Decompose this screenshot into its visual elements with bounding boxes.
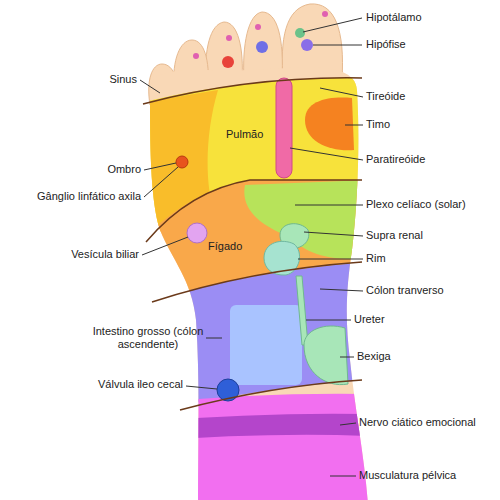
organ-label: Tireóide bbox=[366, 90, 405, 103]
zone-lines bbox=[143, 78, 362, 410]
zone-region: Pulmão bbox=[226, 128, 263, 140]
organ-label: Cólon tranverso bbox=[366, 284, 444, 297]
organ-label: Ombro bbox=[107, 163, 141, 176]
organ-label: Timo bbox=[366, 118, 390, 131]
organ-label: Válvula ileo cecal bbox=[98, 378, 183, 391]
sole-zones bbox=[140, 50, 380, 500]
organ-label: Nervo ciático emocional bbox=[359, 416, 476, 429]
organ-points bbox=[176, 78, 354, 401]
organ-label: Musculatura pélvica bbox=[359, 469, 456, 482]
organ-label: Hipófise bbox=[366, 38, 406, 51]
organ-label: Intestino grosso (cólon ascendente) bbox=[92, 325, 204, 351]
organ-label: Paratireóide bbox=[366, 153, 425, 166]
organ-label: Vesícula biliar bbox=[71, 248, 139, 261]
leader-lines bbox=[140, 18, 363, 476]
organ-label: Ureter bbox=[354, 313, 385, 326]
zone-name: Pulmão bbox=[226, 128, 263, 140]
organ-label: Gânglio linfático axila bbox=[37, 190, 141, 203]
zone-name: Fígado bbox=[208, 240, 242, 252]
organ-label: Rim bbox=[366, 252, 386, 265]
organ-label: Plexo celíaco (solar) bbox=[366, 198, 466, 211]
zone-region: Fígado bbox=[208, 240, 242, 252]
organ-label: Sinus bbox=[109, 73, 137, 86]
organ-label: Hipotálamo bbox=[366, 11, 422, 24]
organ-label: Bexiga bbox=[357, 350, 391, 363]
organ-label: Supra renal bbox=[366, 229, 423, 242]
